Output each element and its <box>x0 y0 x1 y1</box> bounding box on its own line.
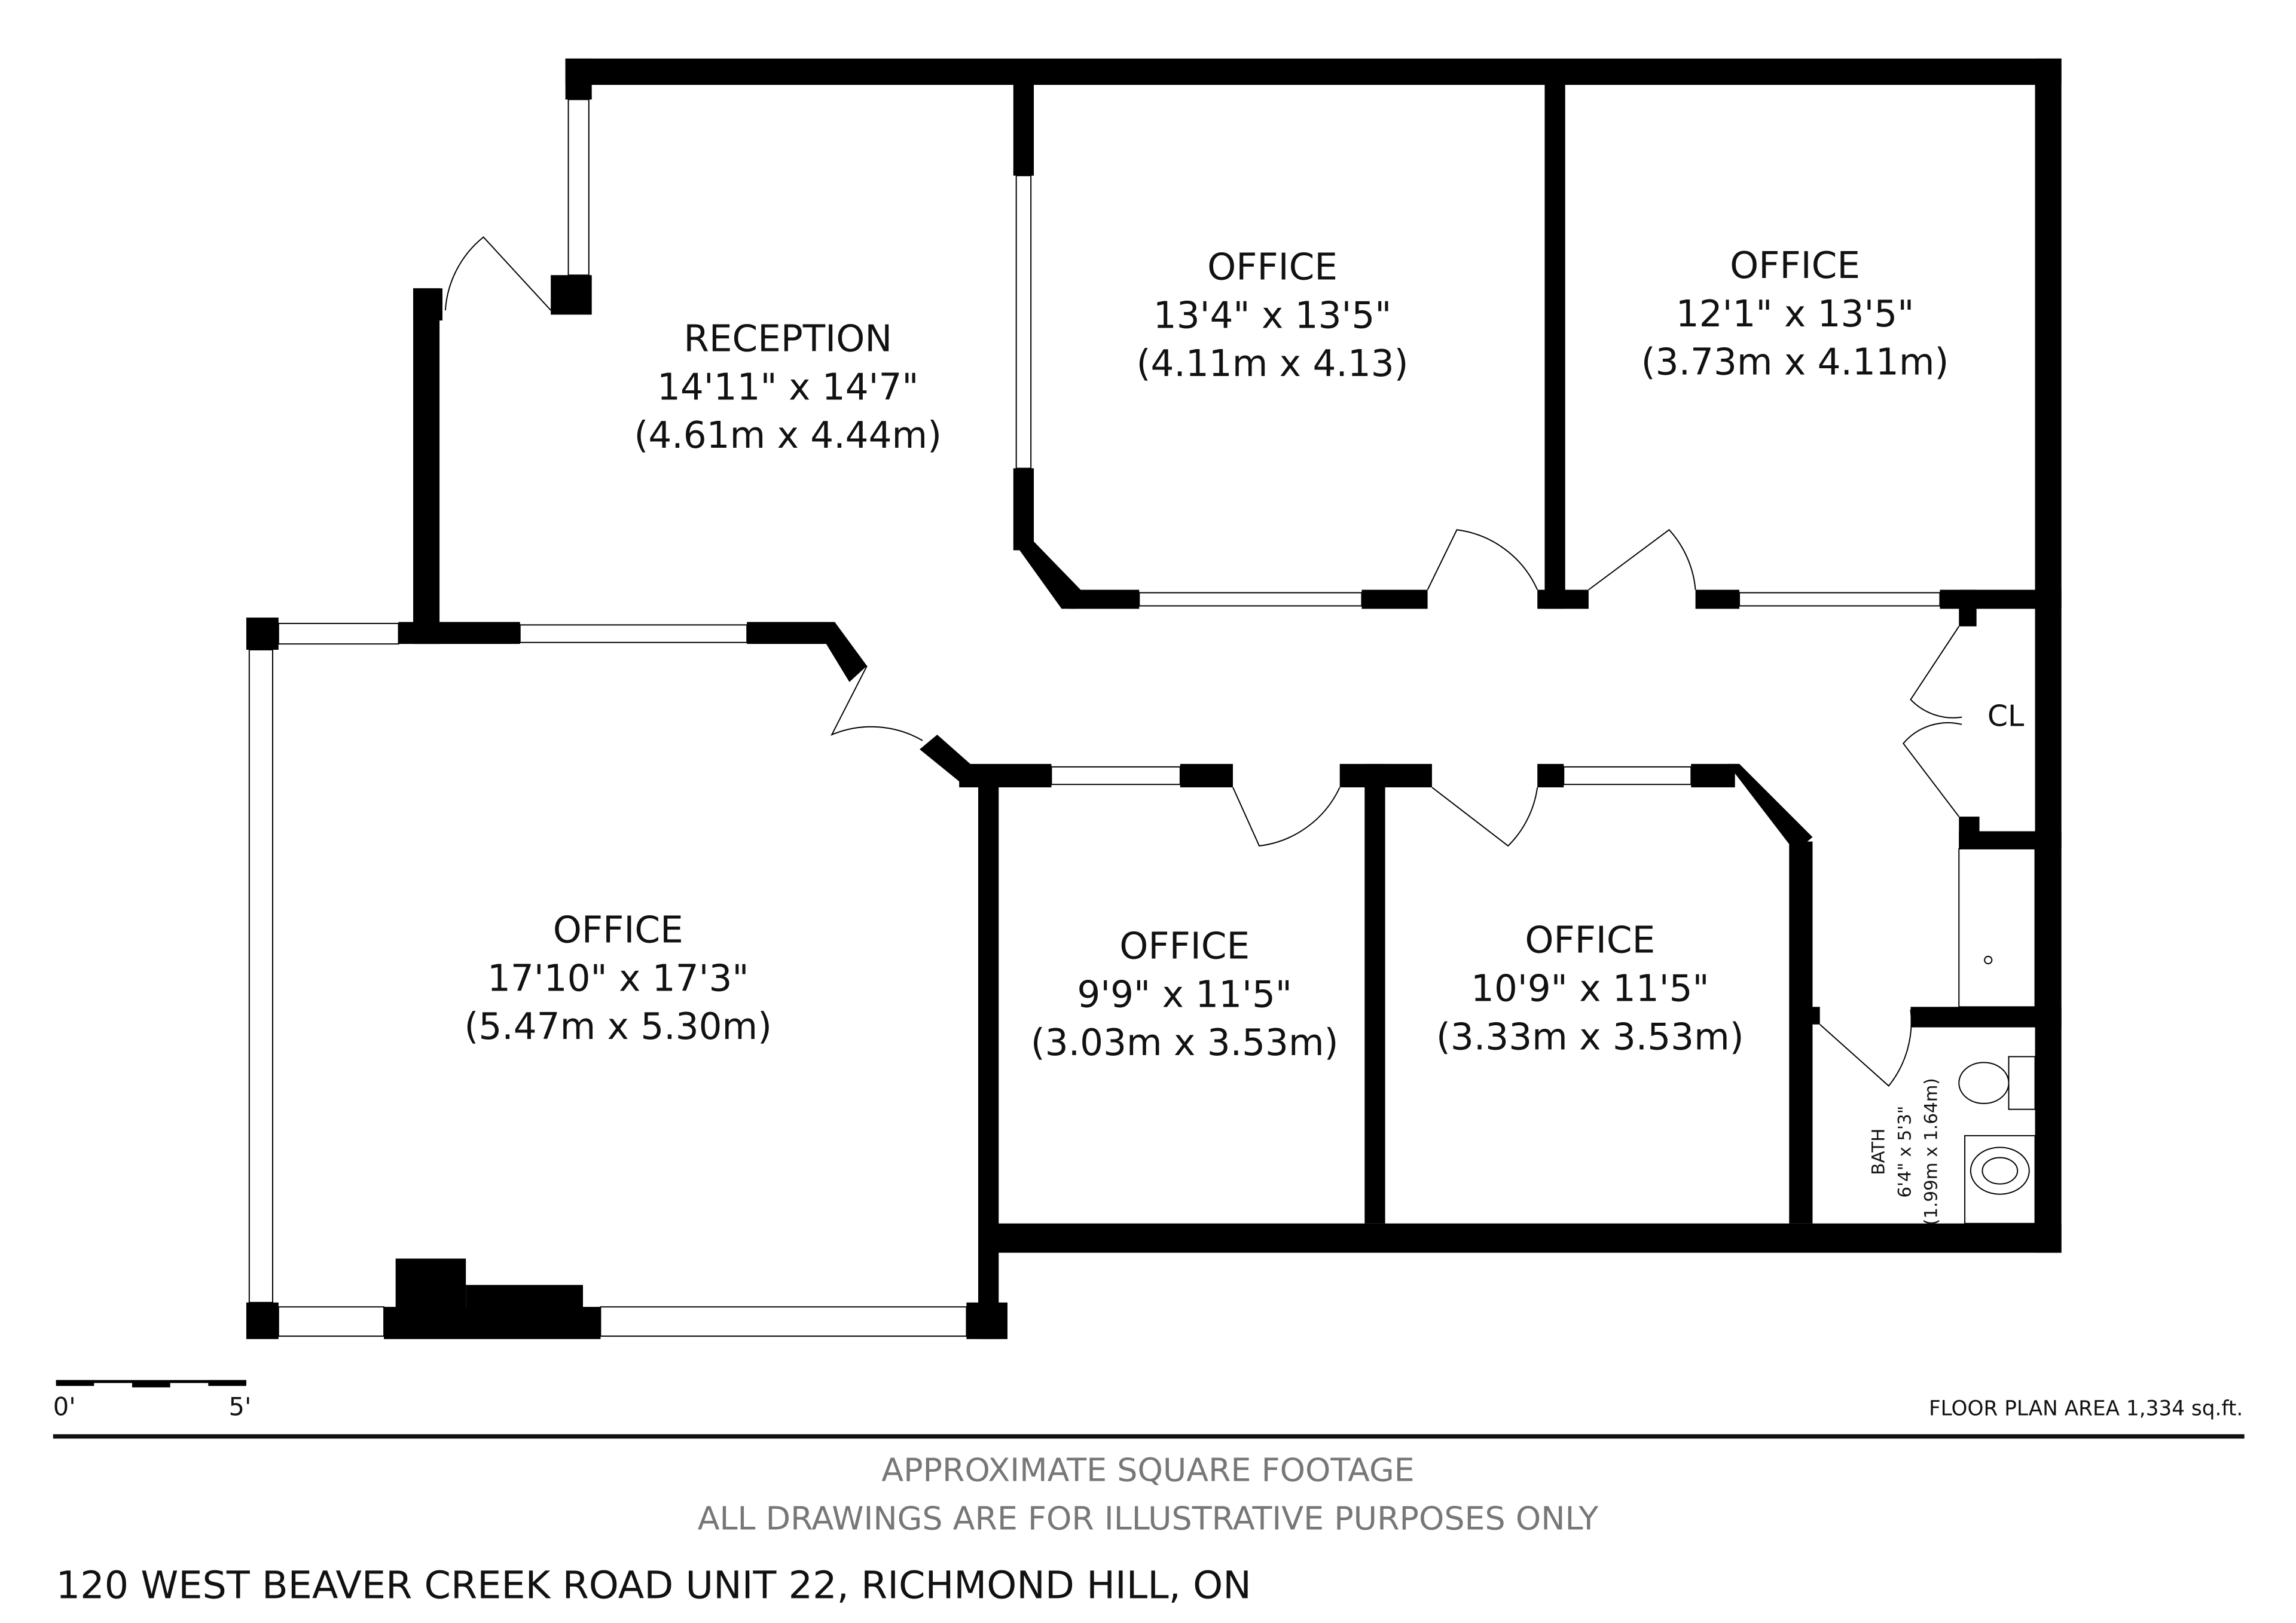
floor-plan-area: FLOOR PLAN AREA 1,334 sq.ft. <box>1929 1396 2243 1420</box>
svg-text:OFFICE: OFFICE <box>553 909 683 952</box>
fixtures <box>1958 955 2036 1224</box>
svg-text:BATH: BATH <box>1868 1129 1888 1175</box>
svg-text:(1.99m x 1.64m): (1.99m x 1.64m) <box>1921 1078 1941 1225</box>
svg-text:OFFICE: OFFICE <box>1207 246 1338 289</box>
divider <box>53 1434 2245 1439</box>
svg-text:RECEPTION: RECEPTION <box>683 318 892 360</box>
svg-text:5': 5' <box>229 1392 252 1421</box>
room-office-bottom-mid-label: OFFICE 9'9" x 11'5" (3.03m x 3.53m) <box>1031 925 1339 1065</box>
svg-text:(3.33m x 3.53m): (3.33m x 3.53m) <box>1436 1016 1744 1058</box>
doors <box>444 236 1962 1087</box>
toilet-icon <box>1958 1056 2036 1110</box>
sink-drain-icon <box>1984 955 1993 965</box>
walls <box>246 58 2062 1340</box>
svg-text:(3.73m x 4.11m): (3.73m x 4.11m) <box>1641 341 1949 384</box>
svg-text:(4.61m x 4.44m): (4.61m x 4.44m) <box>634 414 942 457</box>
room-bath-label: BATH 6'4" x 5'3" (1.99m x 1.64m) <box>1868 1078 1941 1225</box>
address: 120 WEST BEAVER CREEK ROAD UNIT 22, RICH… <box>56 1563 1251 1607</box>
svg-text:(5.47m x 5.30m): (5.47m x 5.30m) <box>464 1005 772 1048</box>
svg-text:13'4" x 13'5": 13'4" x 13'5" <box>1153 294 1392 337</box>
svg-text:OFFICE: OFFICE <box>1119 925 1250 968</box>
svg-text:(4.11m x 4.13): (4.11m x 4.13) <box>1137 343 1409 385</box>
svg-text:14'11" x 14'7": 14'11" x 14'7" <box>657 366 919 408</box>
svg-text:6'4" x 5'3": 6'4" x 5'3" <box>1894 1106 1915 1198</box>
room-office-top-right-label: OFFICE 12'1" x 13'5" (3.73m x 4.11m) <box>1641 244 1949 384</box>
room-office-top-mid-label: OFFICE 13'4" x 13'5" (4.11m x 4.13) <box>1137 246 1409 386</box>
svg-text:9'9" x 11'5": 9'9" x 11'5" <box>1077 973 1292 1016</box>
svg-text:OFFICE: OFFICE <box>1730 244 1860 287</box>
disclaimer-line-1: APPROXIMATE SQUARE FOOTAGE <box>881 1451 1414 1489</box>
room-office-large-label: OFFICE 17'10" x 17'3" (5.47m x 5.30m) <box>464 909 772 1049</box>
svg-text:0': 0' <box>53 1392 76 1421</box>
svg-text:OFFICE: OFFICE <box>1525 919 1655 962</box>
room-closet-label: CL <box>1987 699 2025 733</box>
room-office-bottom-right-label: OFFICE 10'9" x 11'5" (3.33m x 3.53m) <box>1436 919 1744 1059</box>
scale-bar: 0' 5' <box>53 1380 252 1421</box>
room-reception-label: RECEPTION 14'11" x 14'7" (4.61m x 4.44m) <box>634 318 942 457</box>
bath-sink-icon <box>1964 1135 2036 1224</box>
svg-text:10'9" x 11'5": 10'9" x 11'5" <box>1471 968 1709 1010</box>
svg-text:17'10" x 17'3": 17'10" x 17'3" <box>487 957 749 1000</box>
disclaimer-line-2: ALL DRAWINGS ARE FOR ILLUSTRATIVE PURPOS… <box>698 1499 1599 1537</box>
svg-text:12'1" x 13'5": 12'1" x 13'5" <box>1676 293 1915 335</box>
svg-text:(3.03m x 3.53m): (3.03m x 3.53m) <box>1031 1022 1339 1064</box>
